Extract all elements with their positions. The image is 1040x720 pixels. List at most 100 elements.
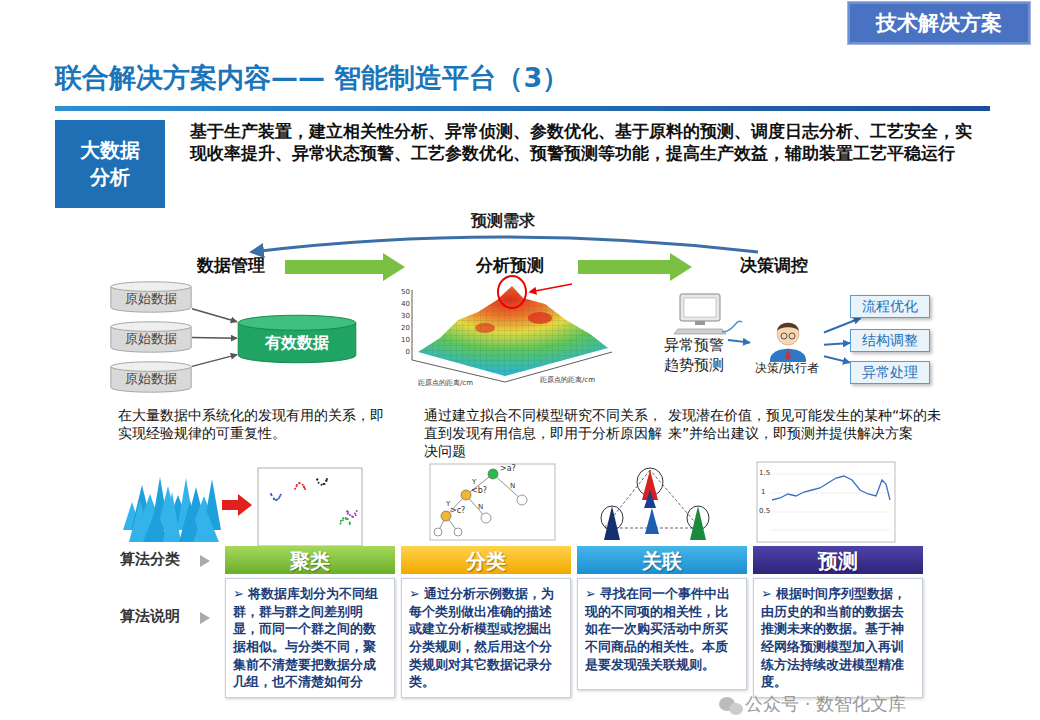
scatter-plot xyxy=(340,520,342,522)
axis-title: 距原点的距离/cm xyxy=(540,376,595,384)
node-text: ➢ 根据时间序列型数据，由历史的和当前的数据去推测未来的数据。基于神经网络预测模… xyxy=(761,585,915,691)
person-icon xyxy=(781,333,787,339)
node-text: 预测 xyxy=(818,548,858,575)
category-band xyxy=(225,546,395,574)
connector-arrow xyxy=(192,355,237,367)
scatter-plot xyxy=(326,478,328,480)
row-label: 算法说明 xyxy=(120,608,180,625)
line-chart xyxy=(770,530,890,531)
connector-arrow xyxy=(824,356,850,362)
node-text: 异常处理 xyxy=(862,364,918,382)
scatter-plot xyxy=(278,497,280,499)
alert-station: 异常预警 趋势预测 xyxy=(660,290,728,382)
decision-tree xyxy=(441,511,451,521)
scatter-plot xyxy=(273,498,275,500)
decision-tree xyxy=(430,464,555,540)
stage-heading: 数据管理 xyxy=(197,256,265,276)
decision-tree xyxy=(454,528,462,536)
description-box: ➢ 根据时间序列型数据，由历史的和当前的数据去推测未来的数据。基于神经网络预测模… xyxy=(753,578,923,698)
title-rule xyxy=(55,106,990,111)
scatter-plot xyxy=(352,516,354,518)
category-band xyxy=(225,546,923,574)
person-icon xyxy=(770,349,806,362)
cylinder-top xyxy=(111,322,191,332)
scatter-plot xyxy=(323,483,325,485)
scatter-plot xyxy=(324,483,326,485)
scatter-plot xyxy=(316,479,318,481)
axis-tick: 0.5 xyxy=(759,507,770,515)
node-text: 有效数据 xyxy=(265,325,329,354)
category-band xyxy=(401,546,571,574)
row-label: 算法分类 xyxy=(120,551,180,568)
tree-label: >a? xyxy=(500,464,516,473)
stage-heading: 决策调控 xyxy=(740,256,808,276)
decision-tree xyxy=(434,528,442,536)
person-icon xyxy=(777,323,799,345)
tree-label: N xyxy=(510,482,515,490)
stage-note: 在大量数据中系统化的发现有用的关系，即实现经验规律的可重复性。 xyxy=(118,406,386,442)
surface-chart xyxy=(528,312,552,324)
person-icon xyxy=(789,333,795,339)
axis-tick: 30 xyxy=(398,312,410,320)
action-box: 结构调整 xyxy=(850,329,930,352)
scatter-plot xyxy=(347,518,349,520)
scatter-plot xyxy=(270,478,358,525)
scatter-plot xyxy=(349,514,351,516)
scatter-plot xyxy=(271,494,273,496)
scatter-plot xyxy=(349,521,351,523)
tree-label: <b? xyxy=(471,486,487,495)
watermark: 公众号 · 数智化文库 xyxy=(745,694,906,715)
surface-chart xyxy=(498,276,526,308)
scatter-plot xyxy=(347,513,349,515)
connector-arrow xyxy=(728,340,750,343)
scatter-plot xyxy=(342,517,344,519)
axis-tick: 40 xyxy=(398,300,410,308)
cylinder-top xyxy=(111,282,191,292)
decision-maker: 决策/执行者 xyxy=(750,312,824,382)
feedback-arc xyxy=(252,237,758,252)
surface-chart xyxy=(412,290,413,360)
node-text: 分类 xyxy=(466,548,506,575)
node-text: 聚类 xyxy=(290,548,330,575)
data-cylinder: 原始数据 xyxy=(110,361,192,393)
tree-label: Y xyxy=(472,478,476,486)
surface-chart xyxy=(475,323,495,333)
surface-chart xyxy=(530,284,572,292)
node-text: 技术解决方案 xyxy=(876,9,1002,37)
axis-tick: 20 xyxy=(398,324,410,332)
association-network xyxy=(601,468,709,540)
data-cylinder: 原始数据 xyxy=(110,281,192,313)
description-box: ➢ 寻找在同一个事件中出现的不同项的相关性，比如在一次购买活动中所买不同商品的相… xyxy=(577,578,747,690)
scatter-plot xyxy=(342,519,344,521)
connector-arrow xyxy=(824,343,850,345)
action-box: 流程优化 xyxy=(850,295,930,318)
node-text: 异常预警 趋势预测 xyxy=(662,336,726,375)
description-box: ➢ 通过分析示例数据，为每个类别做出准确的描述或建立分析模型或挖掘出分类规则，然… xyxy=(401,578,571,698)
person-icon xyxy=(770,323,806,362)
line-chart xyxy=(770,474,890,530)
scatter-plot xyxy=(304,488,306,490)
scatter-plot xyxy=(303,486,305,488)
association-network xyxy=(645,508,659,534)
wechat-icon xyxy=(729,703,743,715)
data-cylinder: 有效数据 xyxy=(237,314,357,364)
surface-chart xyxy=(418,286,608,376)
association-network xyxy=(644,490,656,508)
category-band xyxy=(577,546,747,574)
pointer-triangle xyxy=(200,555,210,624)
line-chart xyxy=(757,462,895,542)
computer-icon xyxy=(695,321,705,325)
category-band: 预测 xyxy=(753,546,923,577)
intro-text: 基于生产装置，建立相关性分析、异常侦测、参数优化、基于原料的预测、调度日志分析、… xyxy=(190,120,985,164)
category-band: 聚类 xyxy=(225,546,395,577)
scatter-plot xyxy=(258,468,362,546)
decision-tree xyxy=(493,474,522,500)
stage-note: 通过建立拟合不同模型研究不同关系，直到发现有用信息，即用于分析原因解决问题 xyxy=(424,406,666,461)
cylinder-top xyxy=(238,315,356,330)
scatter-plot xyxy=(316,478,318,480)
line-chart xyxy=(757,462,895,542)
axis-tick: 0 xyxy=(398,348,410,356)
stage-note: 发现潜在价值，预见可能发生的某种“坏的未来”并给出建议，即预测并提供解决方案 xyxy=(668,406,944,442)
red-arrow xyxy=(222,494,252,516)
